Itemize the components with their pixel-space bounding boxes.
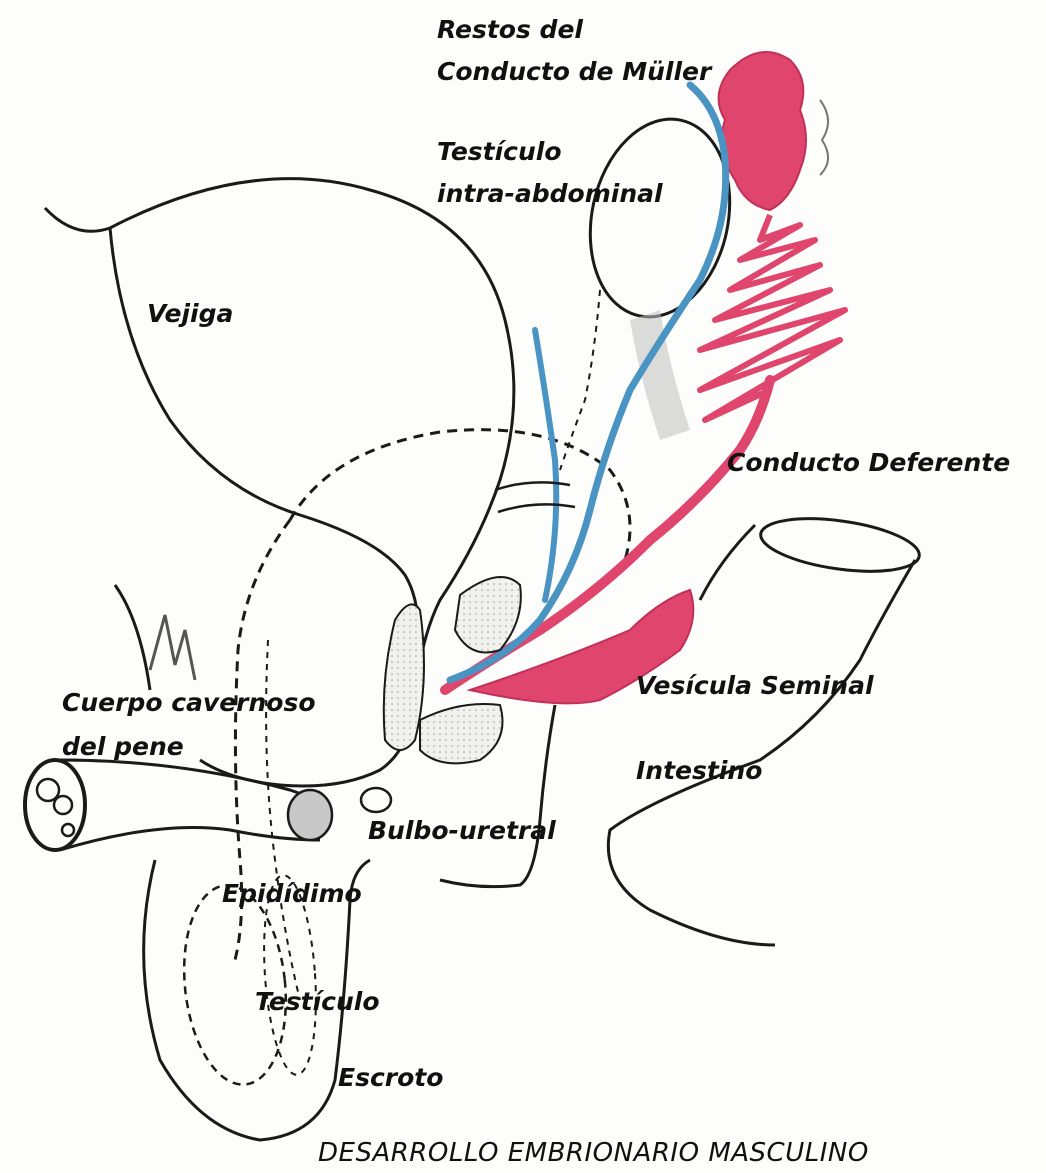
label-restos-line1: Restos del: [437, 14, 583, 46]
mullerian-remnant: [719, 52, 806, 210]
intestine-opening: [757, 510, 922, 580]
label-vesicula-seminal: Vesícula Seminal: [636, 670, 874, 702]
bulbourethral-gland: [288, 790, 332, 840]
prostate-gland: [384, 604, 424, 750]
label-vejiga: Vejiga: [147, 298, 233, 330]
label-intestino: Intestino: [636, 755, 762, 787]
gland-lobe: [420, 704, 503, 763]
label-testiculo: Testículo: [255, 986, 380, 1018]
mullerian-remnant-scribble: [820, 100, 828, 175]
corpus-cavernosum: [37, 779, 59, 801]
ureter-cut-mark: [498, 504, 575, 512]
label-escroto: Escroto: [338, 1062, 443, 1094]
bulbourethral-gland-small: [361, 788, 391, 812]
corpus-cavernosum: [54, 796, 72, 814]
pubic-hatching: [150, 615, 195, 680]
label-conducto-deferente: Conducto Deferente: [727, 447, 1010, 479]
bladder-inner-wall: [110, 228, 418, 640]
corpus-spongiosum: [62, 824, 74, 836]
label-bulbo-uretral: Bulbo-uretral: [368, 815, 556, 847]
label-cuerpo-cavernoso-line2: del pene: [62, 731, 184, 763]
label-testiculo-intra-line2: intra-abdominal: [437, 178, 663, 210]
diagram-title: DESARROLLO EMBRIONARIO MASCULINO: [318, 1138, 869, 1168]
testis-dashed: [175, 880, 295, 1089]
pubic-arch: [115, 585, 150, 690]
wolffian-duct-branch: [535, 330, 556, 600]
label-cuerpo-cavernoso-line1: Cuerpo cavernoso: [62, 687, 316, 719]
intestine-wall: [608, 525, 915, 945]
label-testiculo-intra-line1: Testículo: [437, 136, 562, 168]
label-restos-line2: Conducto de Müller: [437, 56, 711, 88]
gland-lobe: [455, 577, 521, 653]
label-epididimo: Epidídimo: [222, 878, 362, 910]
